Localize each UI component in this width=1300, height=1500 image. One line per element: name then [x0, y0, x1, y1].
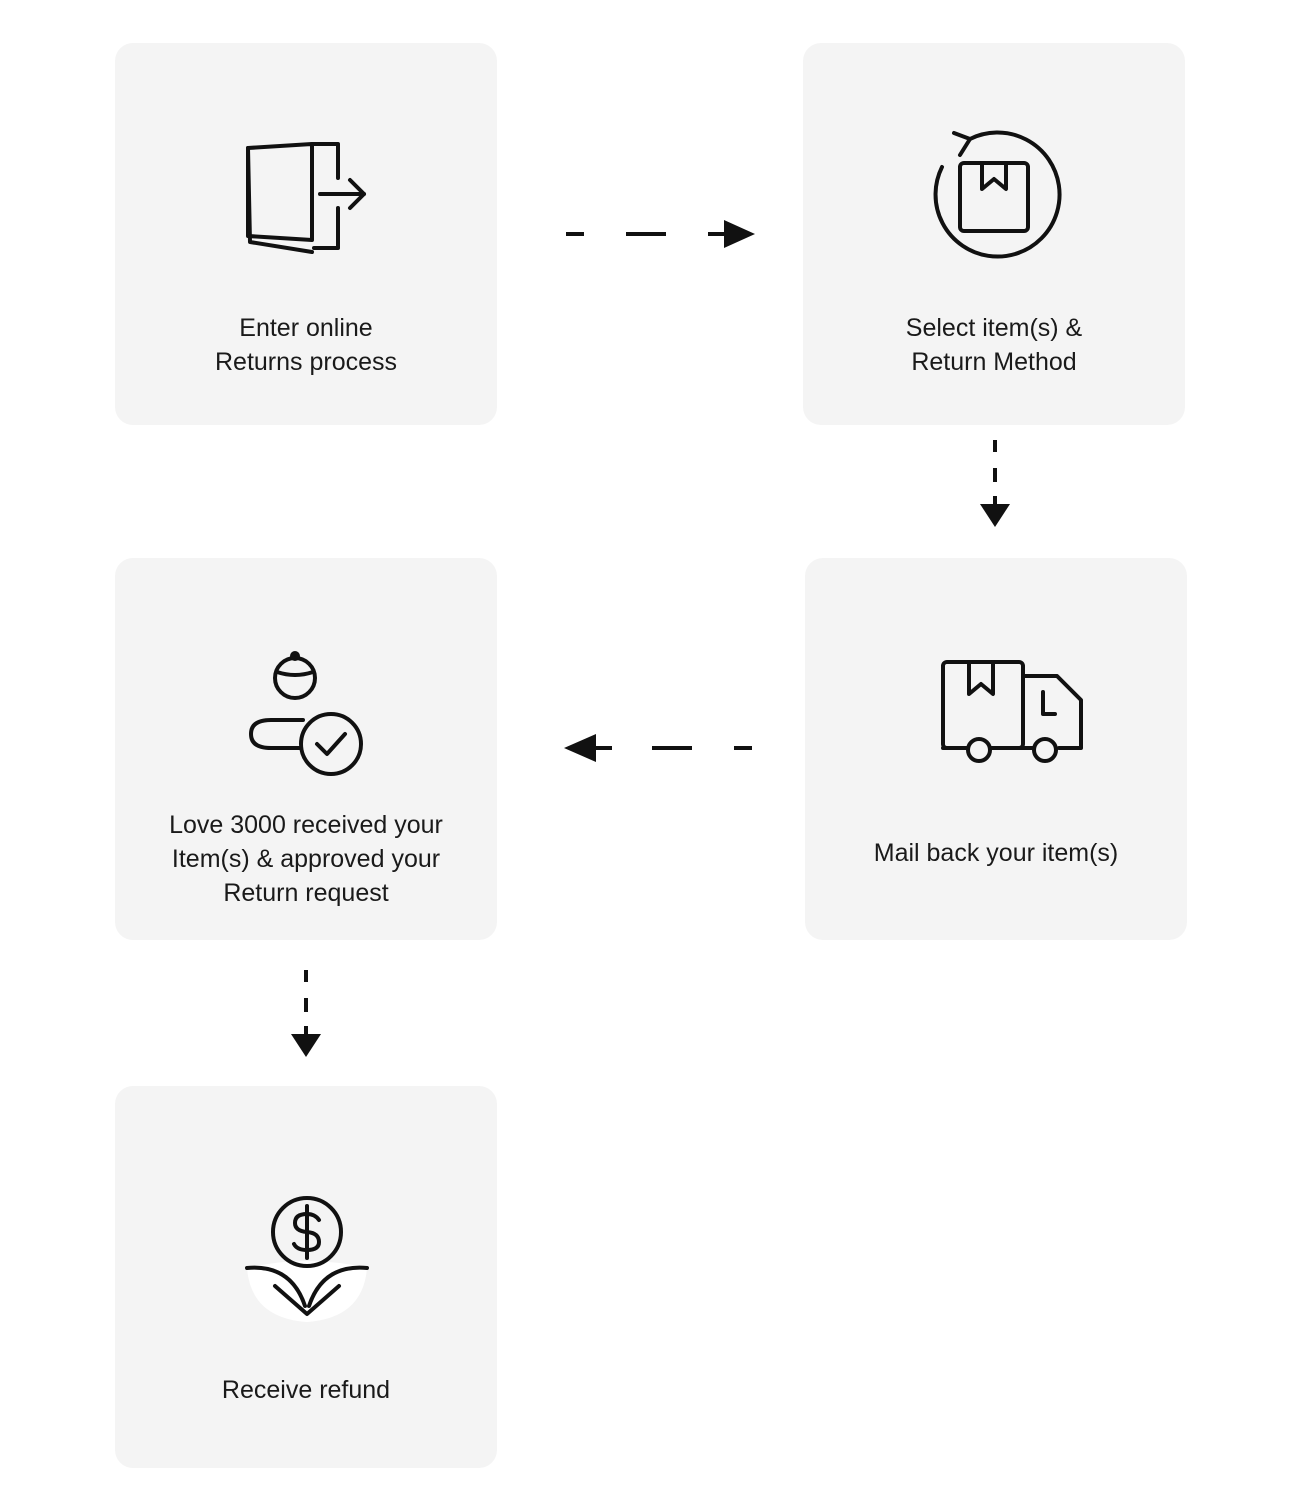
step-card-refund: Receive refund — [115, 1086, 497, 1468]
step-card-mail-back: Mail back your item(s) — [805, 558, 1187, 940]
arrow-right-connector — [566, 220, 755, 248]
step-label: Select item(s) & Return Method — [905, 314, 1083, 376]
box-cycle-icon — [933, 130, 1062, 259]
person-check-icon — [249, 651, 363, 776]
delivery-truck-icon — [941, 660, 1083, 763]
dollar-refund-icon — [245, 1196, 369, 1322]
step-card-select-items: Select item(s) & Return Method — [803, 43, 1185, 425]
step-card-approved: Love 3000 received your Item(s) & approv… — [115, 558, 497, 940]
step-label: Mail back your item(s) — [873, 839, 1119, 867]
step-label: Enter online Returns process — [214, 314, 398, 376]
arrow-left-connector — [564, 734, 752, 762]
arrow-down-connector — [291, 970, 321, 1057]
door-exit-icon — [246, 142, 366, 254]
step-card-enter-returns: Enter online Returns process — [115, 43, 497, 425]
step-label: Receive refund — [221, 1376, 391, 1404]
arrow-down-connector — [980, 440, 1010, 527]
step-label: Love 3000 received your Item(s) & approv… — [169, 811, 443, 907]
